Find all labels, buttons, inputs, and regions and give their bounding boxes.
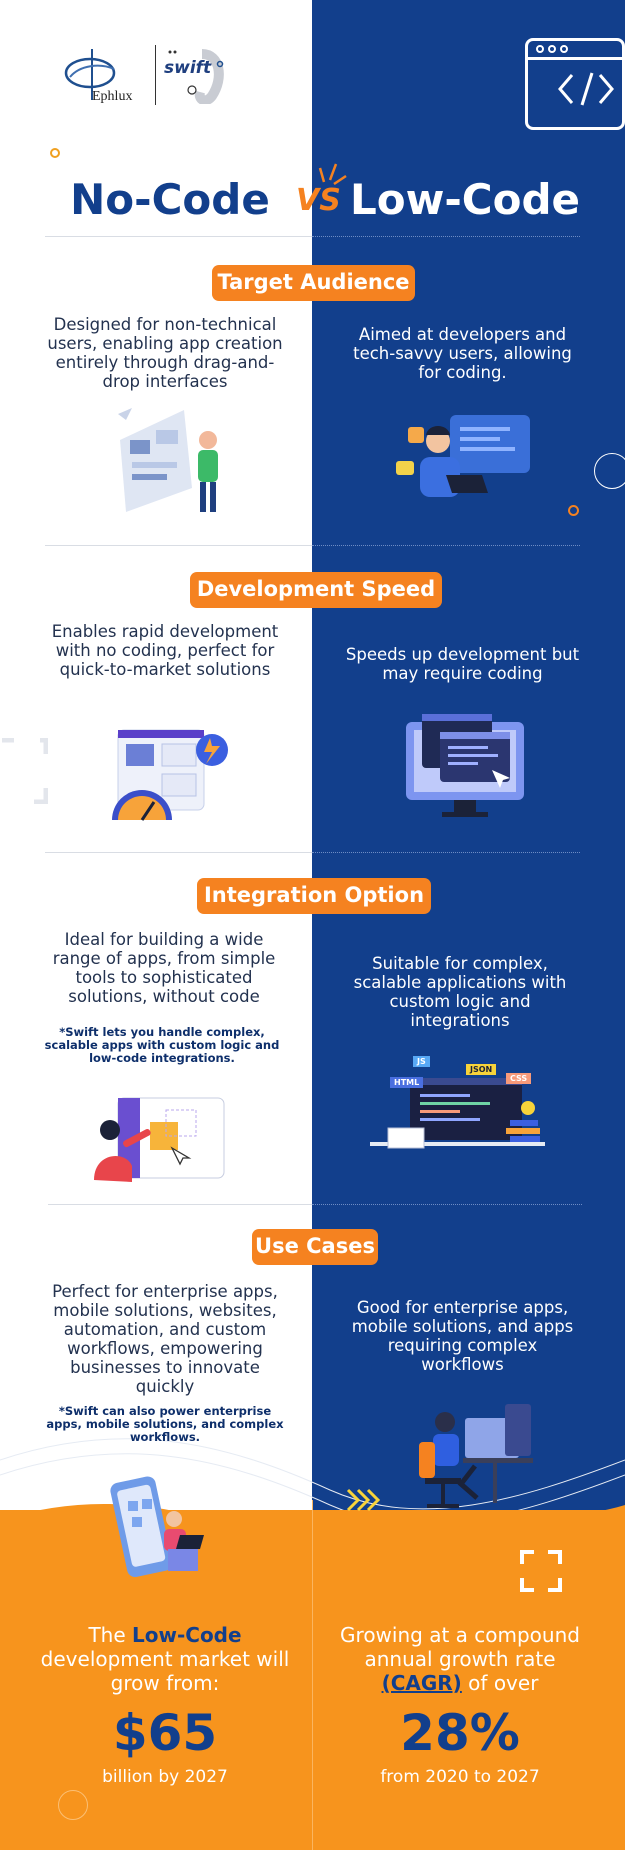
code-window-icon [525, 38, 625, 130]
target-right-text: Aimed at developers and tech-savvy users… [353, 325, 572, 382]
no-code-title: No-Code [70, 175, 270, 224]
target-audience-heading: Target Audience [212, 265, 415, 301]
integration-left-text: Ideal for building a wide range of apps,… [52, 930, 276, 1006]
target-left-text: Designed for non-technical users, enabli… [47, 315, 283, 391]
deco-circle-bottom [58, 1790, 88, 1820]
header-divider-right [312, 236, 580, 237]
expand-corners-icon [520, 1550, 562, 1592]
spark-icon [318, 163, 347, 186]
integration-swift-note: *Swift lets you handle complex, scalable… [44, 1025, 280, 1065]
section-divider-left-2 [45, 852, 312, 853]
corner-bracket-icon [2, 738, 48, 804]
market-text-post: development market will grow from: [40, 1647, 290, 1695]
deco-ring [50, 148, 60, 158]
development-speed-heading: Development Speed [190, 572, 442, 608]
chevrons-icon [346, 1488, 381, 1512]
ephlux-mark-icon [64, 49, 116, 100]
market-text-pre: The [88, 1623, 132, 1647]
integration-right-text: Suitable for complex, scalable applicati… [353, 954, 567, 1030]
usecases-left-text: Perfect for enterprise apps, mobile solu… [52, 1282, 278, 1396]
section-divider-right-2 [312, 852, 580, 853]
cagr-text-pre: Growing at a compound annual growth rate [340, 1623, 580, 1671]
css-tag: CSS [506, 1073, 532, 1084]
market-value-unit: billion by 2027 [102, 1767, 228, 1787]
ephlux-logo: Ephlux [62, 45, 154, 107]
section-divider-right-3 [312, 1204, 582, 1205]
speed-right-text: Speeds up development but may require co… [345, 645, 580, 683]
ephlux-wordmark: Ephlux [92, 89, 133, 104]
cagr-text-post: of over [461, 1671, 539, 1695]
swift-mark-icon [168, 49, 224, 104]
speed-gauge-illustration-icon [112, 729, 228, 821]
html-tag: HTML [390, 1077, 424, 1088]
market-value: $65 [112, 1704, 218, 1762]
developer-illustration-icon [396, 415, 530, 497]
market-text-bold: Low-Code [132, 1623, 242, 1647]
header-divider-left [45, 236, 312, 237]
section-divider-right [312, 545, 580, 546]
low-code-title: Low-Code [349, 175, 581, 224]
cagr-text: Growing at a compound annual growth rate… [325, 1623, 595, 1695]
speed-left-text: Enables rapid development with no coding… [51, 622, 279, 679]
cagr-link[interactable]: (CAGR) [381, 1671, 462, 1695]
workstation-illustration-icon [419, 1404, 533, 1508]
monitor-code-illustration-icon [406, 714, 524, 817]
logo-divider [155, 45, 156, 105]
deco-circle-right [594, 453, 625, 489]
vs-label: VS [296, 183, 341, 218]
use-cases-heading: Use Cases [252, 1229, 378, 1265]
integration-illustration-icon [94, 1097, 225, 1182]
stats-divider [312, 1500, 313, 1850]
js-tag: JS [413, 1056, 430, 1067]
usecases-right-text: Good for enterprise apps, mobile solutio… [351, 1298, 574, 1374]
swift-logo: swift [162, 48, 232, 104]
market-growth-text: The Low-Code development market will gro… [40, 1623, 290, 1695]
code-stack-illustration-icon [370, 1078, 545, 1149]
cagr-period: from 2020 to 2027 [380, 1767, 540, 1787]
swift-wordmark: swift [164, 58, 212, 78]
json-tag: JSON [466, 1064, 497, 1075]
section-divider-left-3 [48, 1204, 312, 1205]
drag-drop-illustration-icon [118, 408, 218, 512]
section-divider-left [45, 545, 312, 546]
integration-option-heading: Integration Option [197, 878, 431, 914]
cagr-value: 28% [400, 1704, 520, 1762]
usecases-swift-note: *Swift can also power enterprise apps, m… [46, 1404, 284, 1444]
mobile-laptop-illustration-icon [110, 1476, 204, 1577]
deco-ring-orange [568, 505, 579, 516]
